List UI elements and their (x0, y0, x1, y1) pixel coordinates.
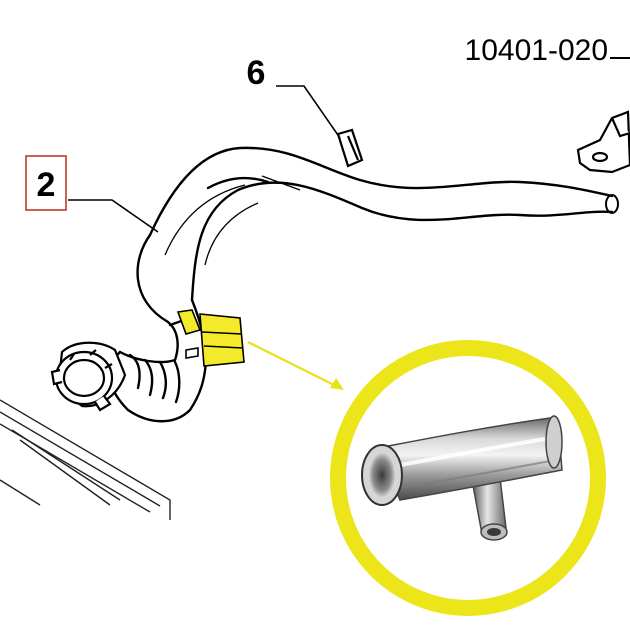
quick-connector (50, 341, 127, 412)
callout-leaders (68, 85, 341, 233)
callout-leader-6 (276, 85, 341, 139)
radiator-outline (0, 399, 171, 520)
part-number: 10401-020 (465, 34, 608, 67)
hose-clip (336, 128, 364, 168)
tube-bore (369, 453, 395, 497)
callout-label-clip: 6 (247, 54, 266, 92)
callout-2: 2 (25, 155, 67, 211)
callout-box (25, 155, 67, 211)
hose-detail-lines (164, 175, 301, 266)
detail-arrow (247, 341, 344, 390)
callout-label-hose: 2 (37, 166, 56, 204)
upper-hose (148, 146, 619, 302)
tube-end-right (545, 415, 563, 469)
side-outlet (471, 477, 508, 541)
highlighted-connector-band (176, 309, 245, 367)
mounting-bracket (576, 110, 630, 174)
callout-leader-2 (68, 199, 159, 233)
detail-photo (330, 340, 606, 616)
